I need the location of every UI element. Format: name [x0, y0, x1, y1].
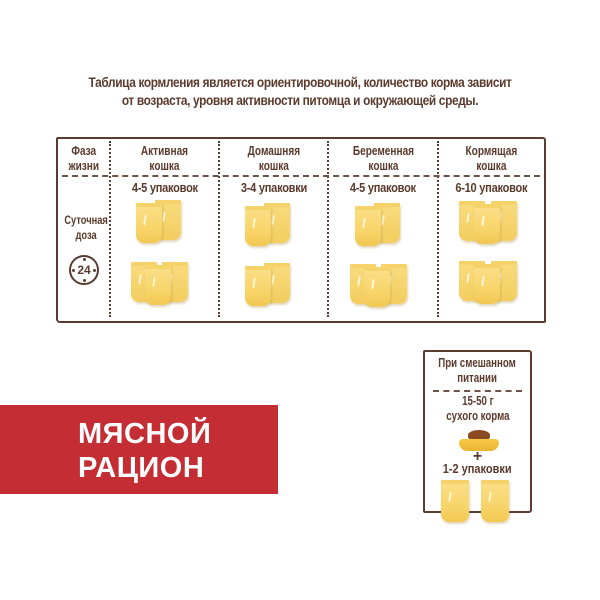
dose-nursing-cat: 6-10 упаковок	[455, 180, 528, 195]
dry-label: сухого корма	[445, 409, 510, 423]
pouch-icon	[481, 480, 509, 522]
pouch-icon	[145, 265, 171, 305]
pouch-icon	[441, 480, 469, 522]
clock-value: 24	[77, 263, 91, 277]
clock-24-icon: 24	[69, 255, 99, 285]
dry-amount: 15-50 г	[461, 394, 494, 408]
mixed-title-line-1: При смешанном	[438, 356, 517, 370]
row-label-line-2: доза	[75, 228, 97, 242]
column-divider	[109, 141, 111, 317]
pouch-icon	[474, 264, 500, 304]
food-bowl-icon	[459, 430, 499, 452]
pouch-icon	[245, 266, 271, 306]
dose-pregnant-cat: 4-5 упаковок	[349, 180, 417, 195]
pouch-icon	[245, 206, 271, 246]
dose-active-cat: 4-5 упаковок	[131, 180, 198, 195]
header-home-line-2: кошка	[258, 158, 289, 173]
feeding-note: Таблица кормления является ориентировочн…	[71, 74, 529, 110]
mixed-title-line-2: питании	[457, 371, 498, 385]
plus-sign: +	[472, 448, 483, 465]
mixed-pack-count: 1-2 упаковки	[443, 462, 512, 476]
banner-line-2: РАЦИОН	[78, 452, 205, 484]
pouch-icon	[364, 267, 390, 307]
dose-home-cat: 3-4 упаковки	[240, 180, 307, 195]
banner-line-1: МЯСНОЙ	[78, 418, 212, 450]
mixed-divider	[433, 390, 522, 392]
feeding-note-line-2: от возраста, уровня активности питомца и…	[121, 93, 479, 108]
header-phase-line-2: жизни	[68, 158, 100, 173]
banner-text: МЯСНОЙ РАЦИОН	[78, 417, 211, 485]
pouch-icon	[136, 203, 162, 243]
pouch-icon	[474, 204, 500, 244]
header-pregnant-line-1: Беременная	[352, 143, 414, 158]
column-divider	[327, 141, 329, 317]
header-divider	[62, 175, 540, 177]
feeding-note-line-1: Таблица кормления является ориентировочн…	[88, 75, 512, 90]
pouch-icon	[355, 206, 381, 246]
header-active-line-2: кошка	[149, 158, 180, 173]
header-home-line-1: Домашняя	[247, 143, 300, 158]
header-phase-line-1: Фаза	[71, 143, 97, 158]
header-active-line-1: Активная	[140, 143, 189, 158]
header-nursing-line-2: кошка	[476, 158, 507, 173]
header-nursing-line-1: Кормящая	[465, 143, 518, 158]
row-label-line-1: Суточная	[64, 213, 108, 227]
header-pregnant-line-2: кошка	[367, 158, 399, 173]
meat-diet-banner: МЯСНОЙ РАЦИОН	[0, 405, 278, 494]
column-divider	[437, 141, 439, 317]
column-divider	[218, 141, 220, 317]
